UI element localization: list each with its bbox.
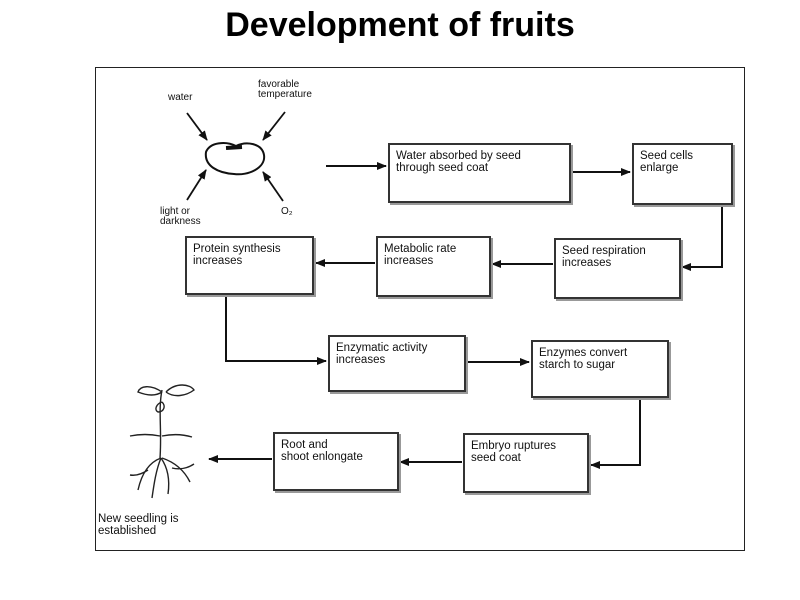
water-label: water [168,92,193,103]
water-arrow [186,112,208,141]
oxygen-label: O₂ [281,206,293,217]
arrow-convert-to-embryo [590,398,641,469]
diagram-title: Development of fruits [225,6,575,44]
temperature-label: favorable temperature [258,79,312,100]
seed-hilum [225,145,243,150]
step-protein: Protein synthesis increases [185,236,314,295]
step-metabolic: Metabolic rate increases [376,236,491,297]
light-arrow [186,169,207,201]
diagram-frame [95,67,745,551]
temperature-arrow [262,111,286,141]
step-cells-enlarge: Seed cells enlarge [632,143,733,205]
seed-icon [204,142,266,176]
oxygen-arrow [262,171,284,202]
arrow-protein-to-enzymatic [225,296,327,365]
step-water-absorbed: Water absorbed by seed through seed coat [388,143,571,203]
arrow-cells-to-respiration [681,205,723,271]
step-enzymatic: Enzymatic activity increases [328,335,466,392]
step-respiration: Seed respiration increases [554,238,681,299]
seedling-caption: New seedling is established [98,513,179,537]
step-enzymes-convert: Enzymes convert starch to sugar [531,340,669,398]
step-embryo: Embryo ruptures seed coat [463,433,589,493]
seedling-icon [129,384,195,499]
light-label: light or darkness [160,206,201,227]
step-root-shoot: Root and shoot enlongate [273,432,399,491]
